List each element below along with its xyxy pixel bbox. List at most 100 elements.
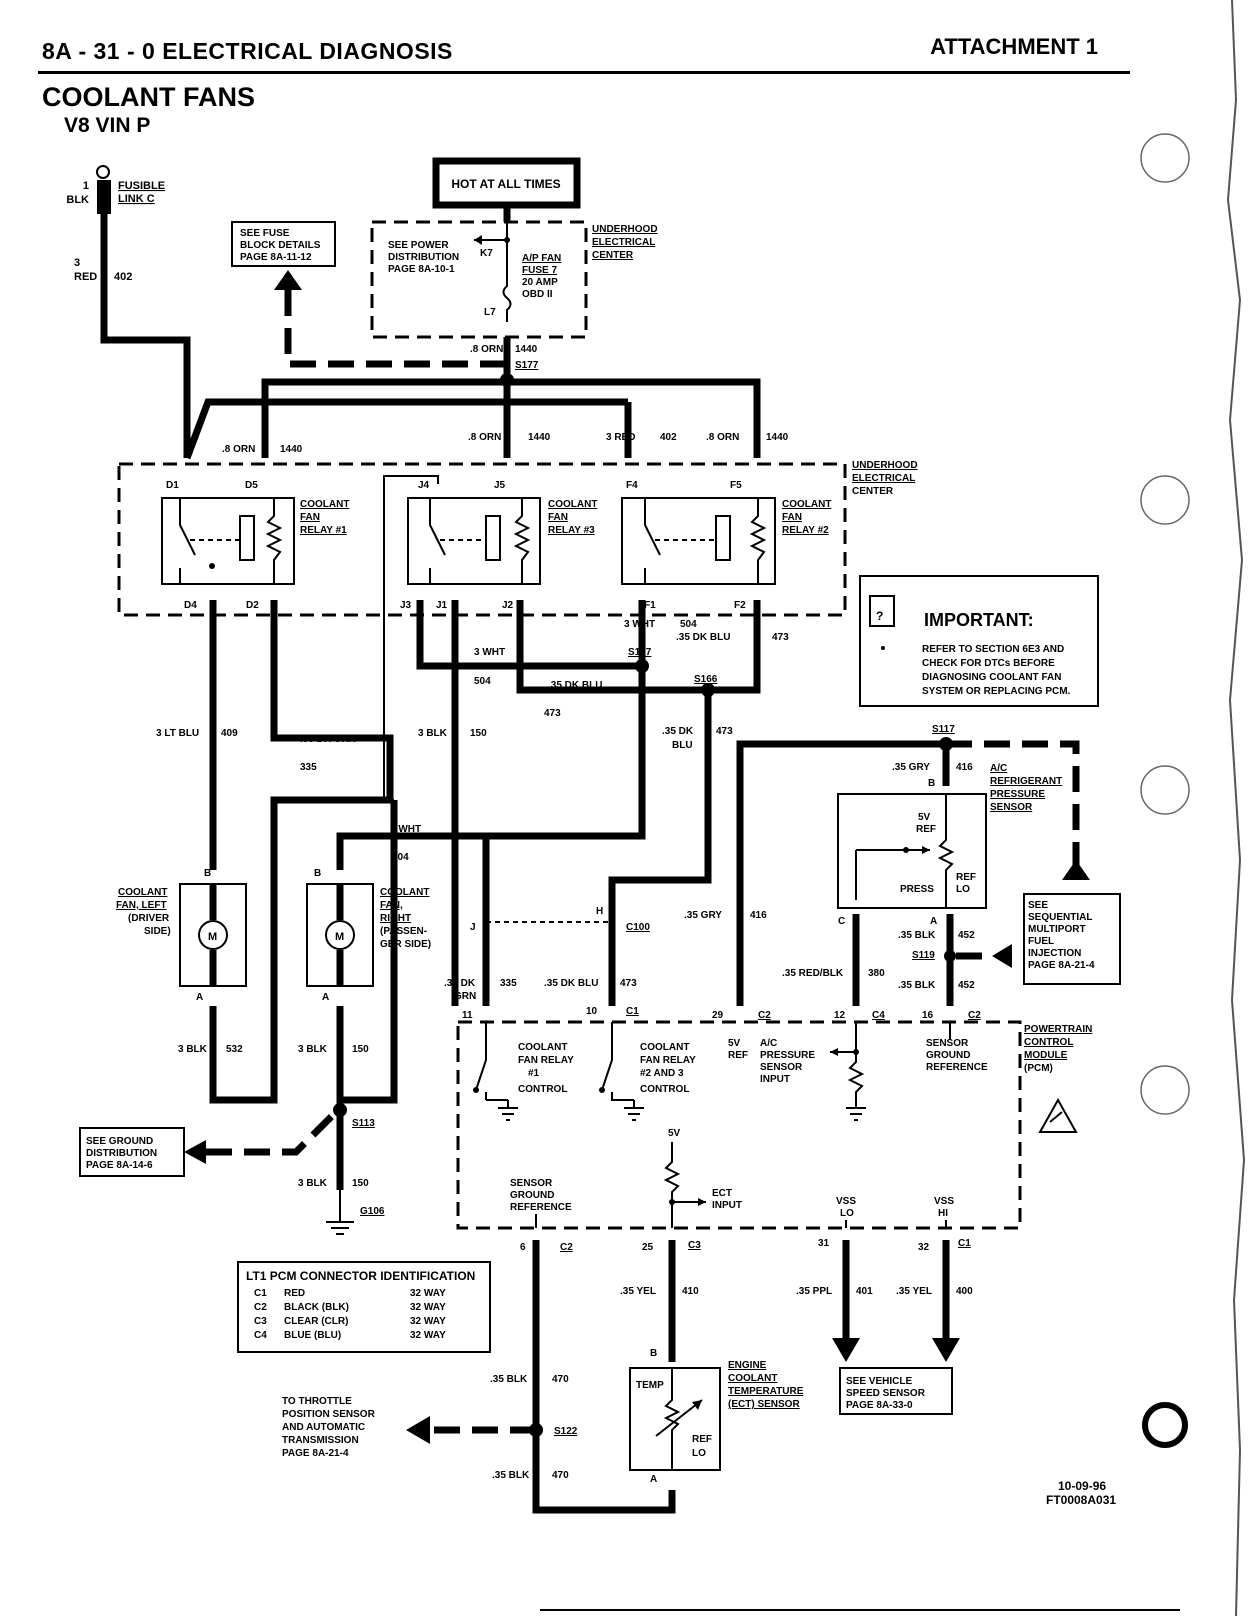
svg-text:J3: J3	[400, 600, 412, 611]
svg-text:GRN: GRN	[454, 991, 476, 1002]
svg-text:(PASSEN-: (PASSEN-	[380, 926, 427, 937]
svg-text:COOLANT: COOLANT	[300, 499, 349, 510]
svg-text:REF: REF	[692, 1434, 712, 1445]
svg-text:504: 504	[474, 676, 491, 687]
svg-text:1440: 1440	[528, 432, 551, 443]
svg-text:TEMP: TEMP	[636, 1380, 664, 1391]
svg-text:LO: LO	[692, 1448, 706, 1459]
svg-text:PAGE 8A-14-6: PAGE 8A-14-6	[86, 1160, 153, 1171]
svg-text:C100: C100	[626, 922, 650, 933]
svg-text:CENTER: CENTER	[592, 250, 634, 261]
svg-text:F1: F1	[644, 600, 656, 611]
svg-text:RELAY #2: RELAY #2	[782, 525, 829, 536]
svg-text:5V: 5V	[668, 1128, 681, 1139]
relay-3: COOLANT FAN RELAY #3	[407, 497, 597, 585]
svg-text:GER SIDE): GER SIDE)	[380, 939, 431, 950]
see-fuse-block-box	[231, 221, 336, 267]
underhood-relay-box	[117, 462, 847, 617]
svg-text:B: B	[204, 868, 211, 879]
svg-text:VSS: VSS	[934, 1196, 954, 1207]
svg-text:CONTROL: CONTROL	[518, 1084, 567, 1095]
connector-legend	[237, 1261, 491, 1353]
svg-text:SEE: SEE	[1028, 900, 1048, 911]
svg-text:CENTER: CENTER	[852, 486, 894, 497]
svg-text:C4: C4	[872, 1010, 885, 1021]
svg-text:A: A	[196, 992, 203, 1003]
svg-text:150: 150	[470, 728, 487, 739]
svg-text:MODULE: MODULE	[1024, 1050, 1068, 1061]
svg-text:FUEL: FUEL	[1028, 936, 1054, 947]
svg-text:COOLANT: COOLANT	[782, 499, 831, 510]
svg-text:10: 10	[586, 1006, 598, 1017]
svg-text:3 BLK: 3 BLK	[178, 1044, 208, 1055]
svg-text:150: 150	[352, 1044, 369, 1055]
svg-text:SEE FUSE: SEE FUSE	[240, 228, 290, 239]
svg-text:OBD II: OBD II	[522, 289, 553, 300]
svg-text:UNDERHOOD: UNDERHOOD	[852, 460, 918, 471]
svg-text:DISTRIBUTION: DISTRIBUTION	[86, 1148, 157, 1159]
svg-text:452: 452	[958, 930, 975, 941]
svg-text:5V: 5V	[728, 1038, 741, 1049]
svg-text:INPUT: INPUT	[760, 1074, 790, 1085]
svg-text:SEE GROUND: SEE GROUND	[86, 1136, 153, 1147]
svg-text:(PCM): (PCM)	[1024, 1063, 1053, 1074]
svg-text:ENGINE: ENGINE	[728, 1360, 767, 1371]
svg-text:1440: 1440	[280, 444, 303, 455]
svg-text:REF: REF	[916, 824, 936, 835]
svg-text:12: 12	[834, 1010, 846, 1021]
svg-text:#2 AND 3: #2 AND 3	[640, 1068, 684, 1079]
svg-text:.35 DK: .35 DK	[662, 726, 694, 737]
ac-pressure-sensor: 5V REF PRESS REF LO A/C REFRIGERANT PRES…	[837, 763, 1062, 927]
svg-text:D2: D2	[246, 600, 259, 611]
svg-text:A/C: A/C	[990, 763, 1007, 774]
svg-text:.35 PPL: .35 PPL	[796, 1286, 832, 1297]
svg-text:SIDE): SIDE)	[144, 926, 171, 937]
svg-text:470: 470	[552, 1374, 569, 1385]
svg-text:TO THROTTLE: TO THROTTLE	[282, 1396, 352, 1407]
svg-text:FUSE 7: FUSE 7	[522, 265, 557, 276]
svg-text:.8 ORN: .8 ORN	[222, 444, 255, 455]
svg-text:POWERTRAIN: POWERTRAIN	[1024, 1024, 1092, 1035]
svg-text:RELAY #1: RELAY #1	[300, 525, 347, 536]
svg-text:REF: REF	[728, 1050, 748, 1061]
svg-text:F5: F5	[730, 480, 742, 491]
ect-sensor: TEMP REF LO ENGINE COOLANT TEMPERATURE (…	[629, 1360, 804, 1471]
svg-text:S119: S119	[912, 950, 935, 961]
svg-text:3 BLK: 3 BLK	[418, 728, 448, 739]
svg-text:FAN,: FAN,	[380, 900, 403, 911]
svg-text:GROUND: GROUND	[510, 1190, 554, 1201]
svg-text:B: B	[650, 1348, 657, 1359]
svg-text:M: M	[208, 931, 217, 943]
svg-text:PAGE 8A-10-1: PAGE 8A-10-1	[388, 264, 455, 275]
svg-text:ECT: ECT	[712, 1188, 732, 1199]
page-title: COOLANT FANS	[42, 82, 255, 112]
svg-text:32 WAY: 32 WAY	[410, 1288, 446, 1299]
svg-text:COOLANT: COOLANT	[728, 1373, 777, 1384]
svg-text:H: H	[596, 906, 603, 917]
svg-text:K7: K7	[480, 248, 493, 259]
svg-text:L7: L7	[484, 307, 496, 318]
svg-text:RIGHT: RIGHT	[380, 913, 411, 924]
svg-text:.35 YEL: .35 YEL	[896, 1286, 932, 1297]
relay-1: COOLANT FAN RELAY #1	[161, 497, 349, 585]
coolant-fan-right: M COOLANT FAN, RIGHT (PASSEN- GER SIDE) …	[306, 868, 431, 1003]
svg-text:PRESSURE: PRESSURE	[990, 789, 1045, 800]
svg-text:C1: C1	[958, 1238, 971, 1249]
important-line-4: SYSTEM OR REPLACING PCM.	[922, 686, 1071, 697]
svg-text:FAN, LEFT: FAN, LEFT	[116, 900, 167, 911]
svg-text:.35 DK GRN: .35 DK GRN	[300, 734, 356, 745]
svg-text:RELAY #3: RELAY #3	[548, 525, 595, 536]
svg-text:29: 29	[712, 1010, 724, 1021]
svg-text:LO: LO	[840, 1208, 854, 1219]
svg-text:SEE POWER: SEE POWER	[388, 240, 449, 251]
svg-text:BLOCK DETAILS: BLOCK DETAILS	[240, 240, 321, 251]
svg-text:.35 BLK: .35 BLK	[492, 1470, 530, 1481]
page-header-right: ATTACHMENT 1	[930, 34, 1098, 59]
svg-text:402: 402	[114, 271, 132, 283]
svg-text:J2: J2	[502, 600, 514, 611]
svg-text:CONTROL: CONTROL	[1024, 1037, 1073, 1048]
svg-text:AND AUTOMATIC: AND AUTOMATIC	[282, 1422, 365, 1433]
svg-text:416: 416	[956, 762, 973, 773]
important-heading: IMPORTANT:	[924, 610, 1034, 630]
svg-text:1440: 1440	[766, 432, 789, 443]
